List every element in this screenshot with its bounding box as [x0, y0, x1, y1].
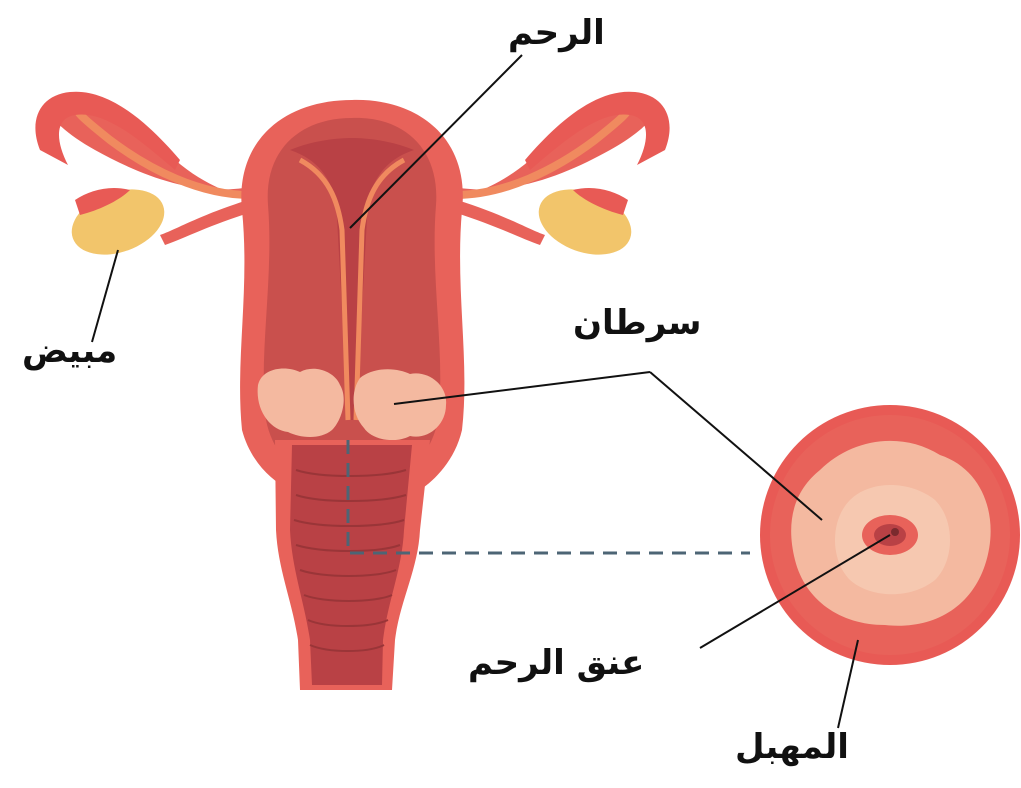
tumor-right [354, 369, 447, 440]
ovary-leader [92, 250, 118, 342]
label-uterus: الرحم [508, 16, 605, 50]
label-ovary: مبيض [22, 334, 117, 368]
label-cancer: سرطان [573, 306, 701, 340]
leader-lines [92, 55, 890, 728]
label-vagina: المهبل [735, 730, 849, 764]
label-cervix: عنق الرحم [468, 646, 644, 680]
